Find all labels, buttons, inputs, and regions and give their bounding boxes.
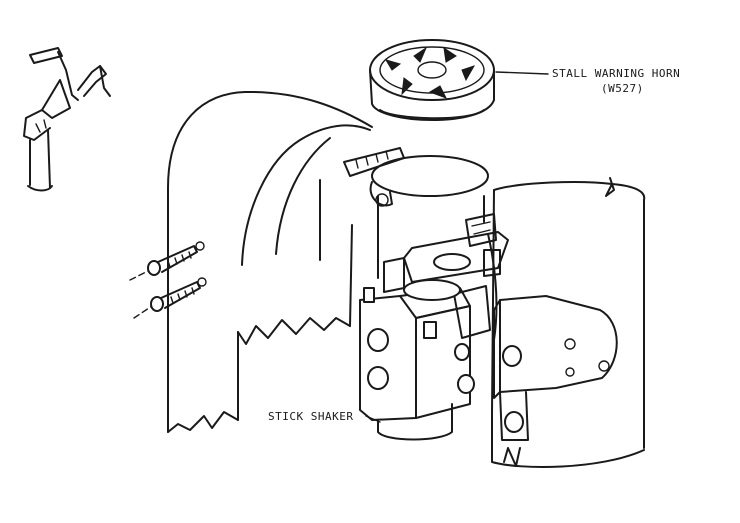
horn-label: STALL WARNING HORN xyxy=(552,67,680,80)
control-column-tube xyxy=(491,177,646,468)
upper-screw xyxy=(129,245,198,281)
horn-part-number: (W527) xyxy=(601,82,644,95)
shaker-label: STICK SHAKER xyxy=(268,410,353,423)
shaker-mounting-plate xyxy=(493,295,618,441)
cover-screws xyxy=(129,245,201,319)
control-column-cover xyxy=(167,90,373,433)
stick-shaker-motor xyxy=(359,285,491,441)
control-column-locator-inset xyxy=(23,47,111,192)
horn-mounting-clamp xyxy=(343,147,489,207)
inner-column-tube xyxy=(377,195,485,279)
lower-screw xyxy=(133,281,201,319)
horn-leader-line xyxy=(495,71,549,75)
horn-support-bracket xyxy=(383,213,509,341)
stall-warning-horn xyxy=(369,39,495,121)
shaker-leader-line xyxy=(365,415,381,423)
